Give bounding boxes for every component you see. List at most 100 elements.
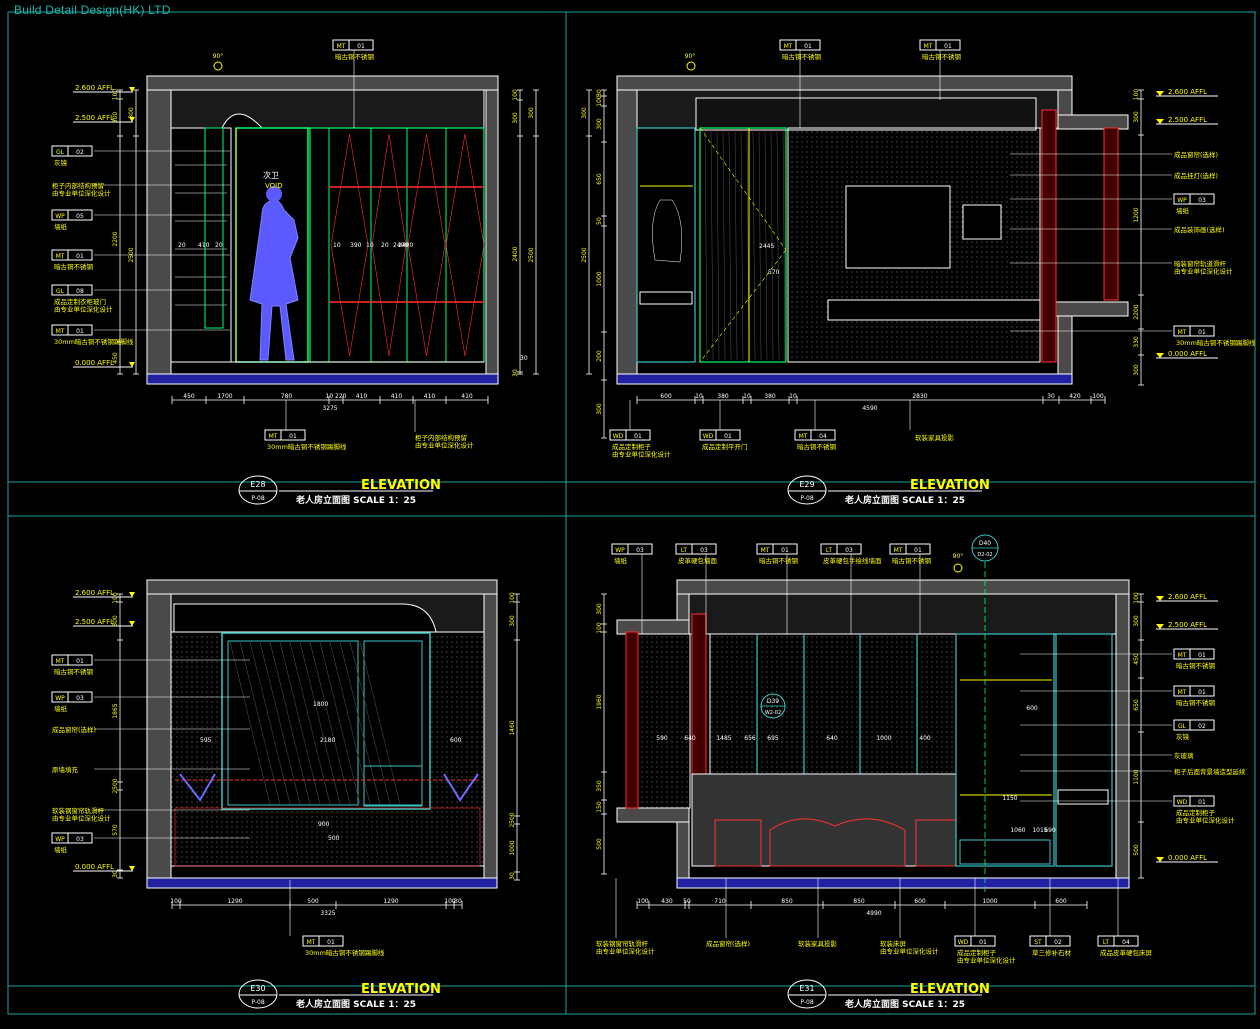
inner-dim: 640 bbox=[826, 735, 838, 742]
material-tag: 软装家具投影 bbox=[915, 433, 955, 442]
sheet-ref: P-08 bbox=[800, 495, 813, 502]
dim-value: 100 bbox=[1092, 393, 1104, 400]
vdim-value: 100 bbox=[1133, 592, 1140, 604]
vdim-value: 300 bbox=[112, 112, 119, 124]
section-marker bbox=[213, 61, 223, 71]
tag-box bbox=[1173, 325, 1215, 337]
vdim-value: 570 bbox=[112, 824, 119, 836]
tag-code: GL bbox=[1178, 723, 1187, 730]
level-marker: 2.600 AFFL bbox=[73, 589, 135, 598]
tag-description: 灰镜 bbox=[54, 158, 68, 167]
wood-grain bbox=[740, 129, 744, 361]
tag-description: 成品皮革硬包床屏 bbox=[1100, 948, 1153, 957]
vdim-value: 450 bbox=[1133, 653, 1140, 665]
dim-value: 600 bbox=[914, 898, 926, 905]
tag-number: 01 bbox=[1198, 689, 1206, 696]
wood-grain bbox=[734, 129, 738, 361]
tag-description: 30mm暗古铜不锈钢踢脚线 bbox=[305, 948, 385, 957]
inner-dim: 1485 bbox=[716, 735, 731, 742]
level-label: 2.600 AFFL bbox=[1168, 88, 1207, 96]
tag-number: 01 bbox=[781, 547, 789, 554]
glass-hatch bbox=[259, 641, 301, 805]
drawing-id: E31 bbox=[799, 984, 814, 993]
wardrobe-diamond bbox=[445, 133, 485, 357]
right-wall bbox=[483, 593, 498, 879]
wardrobe-diamond bbox=[330, 133, 369, 357]
curtain-tiebacks bbox=[179, 773, 479, 802]
tag-box bbox=[919, 39, 961, 51]
tag-box bbox=[51, 145, 93, 157]
tag-box bbox=[51, 249, 93, 261]
vdim-value: 300 bbox=[512, 112, 519, 124]
floor-slab bbox=[616, 373, 1073, 385]
dim-value: 420 bbox=[1069, 393, 1081, 400]
total-dim: 3275 bbox=[322, 405, 337, 412]
tag-number: 01 bbox=[289, 433, 297, 440]
level-marker: 2.600 AFFL bbox=[73, 84, 135, 93]
vdim-value: 300 bbox=[1133, 364, 1140, 376]
elevation-e30: 1003001460250010003010030018652500570305… bbox=[94, 579, 520, 936]
elevation-subtitle: 老人房立面图 SCALE 1：25 bbox=[844, 494, 965, 506]
vdim-value: 2200 bbox=[112, 231, 119, 246]
tag-description: 暗古铜不锈钢 bbox=[54, 667, 94, 676]
level-label: 0.000 AFFL bbox=[1168, 854, 1207, 862]
tag-description: 墙纸 bbox=[54, 704, 68, 713]
angle-label: 90° bbox=[953, 553, 964, 560]
material-tag: 灰玻璃 bbox=[1174, 751, 1194, 760]
tag-code: WD bbox=[703, 433, 714, 440]
glass-hatch bbox=[289, 641, 331, 805]
tag-description: 30mm暗古铜不锈钢踢脚线 bbox=[267, 442, 347, 451]
tag-number: 01 bbox=[76, 658, 84, 665]
tag-box bbox=[1173, 795, 1215, 807]
dim-value: 600 bbox=[660, 393, 672, 400]
wardrobe-diamond bbox=[371, 133, 407, 357]
tag-code: MT bbox=[269, 433, 278, 440]
floor-slab bbox=[146, 877, 498, 889]
tag-code: MT bbox=[56, 328, 65, 335]
elevation-e29: 1003001200220033030030100300650501000200… bbox=[581, 50, 1172, 439]
dim-value: 10 220 bbox=[326, 393, 347, 400]
dim-value: 10 bbox=[695, 393, 703, 400]
tag-code: MT bbox=[924, 43, 933, 50]
tag-description: 柜子内部结构预留由专业单位深化设计 bbox=[52, 181, 111, 198]
vdim-value: 350 bbox=[596, 780, 603, 792]
vdim-value: 2500 bbox=[509, 812, 516, 827]
left-wall bbox=[146, 89, 172, 375]
material-tag: 软装家具投影 bbox=[798, 939, 838, 948]
level-triangle bbox=[129, 362, 135, 367]
tag-description: 灰镜 bbox=[1176, 732, 1190, 741]
material-tag: 柜子后面背景墙造型延续 bbox=[1174, 767, 1246, 776]
floor-slab bbox=[146, 373, 499, 385]
tv-console bbox=[827, 299, 1041, 321]
dim-value: 30 bbox=[1047, 393, 1055, 400]
tag-description: 成品挂灯(选样) bbox=[1174, 171, 1218, 180]
glass-hatch bbox=[359, 641, 401, 805]
drawer-front bbox=[639, 291, 693, 305]
ceiling-slab bbox=[146, 579, 498, 595]
wood-grain bbox=[752, 129, 756, 361]
level-label: 2.600 AFFL bbox=[75, 84, 114, 92]
sheet-border bbox=[7, 11, 1256, 1015]
tag-code: GL bbox=[56, 149, 65, 156]
tag-box bbox=[889, 543, 931, 555]
window-pane-right bbox=[363, 640, 423, 806]
vdim-value: 100 bbox=[596, 622, 603, 634]
inner-dim: 600 bbox=[450, 737, 462, 744]
level-triangle bbox=[1156, 91, 1164, 96]
tag-box bbox=[264, 429, 306, 441]
level-marker: 2.500 AFFL bbox=[73, 618, 135, 627]
tag-number: 03 bbox=[845, 547, 853, 554]
window-pane-left bbox=[227, 640, 359, 806]
tag-code: MT bbox=[761, 547, 770, 554]
floor-slab bbox=[676, 877, 1130, 889]
tag-code: MT bbox=[1178, 652, 1187, 659]
dim-value: 380 bbox=[764, 393, 776, 400]
vdim-value: 1100 bbox=[1133, 769, 1140, 784]
vdim-value: 2500 bbox=[581, 247, 588, 262]
tag-number: 01 bbox=[914, 547, 922, 554]
